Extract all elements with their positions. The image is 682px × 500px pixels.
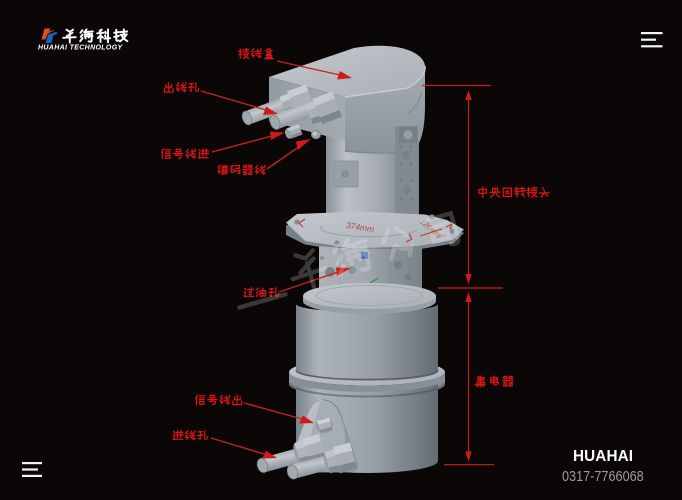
svg-text:HUAHAI: HUAHAI xyxy=(573,448,633,465)
svg-text:HUAHAI TECHNOLOGY: HUAHAI TECHNOLOGY xyxy=(38,45,123,52)
svg-text:0317-7766068: 0317-7766068 xyxy=(562,467,644,484)
svg-text:374mm: 374mm xyxy=(345,220,375,234)
